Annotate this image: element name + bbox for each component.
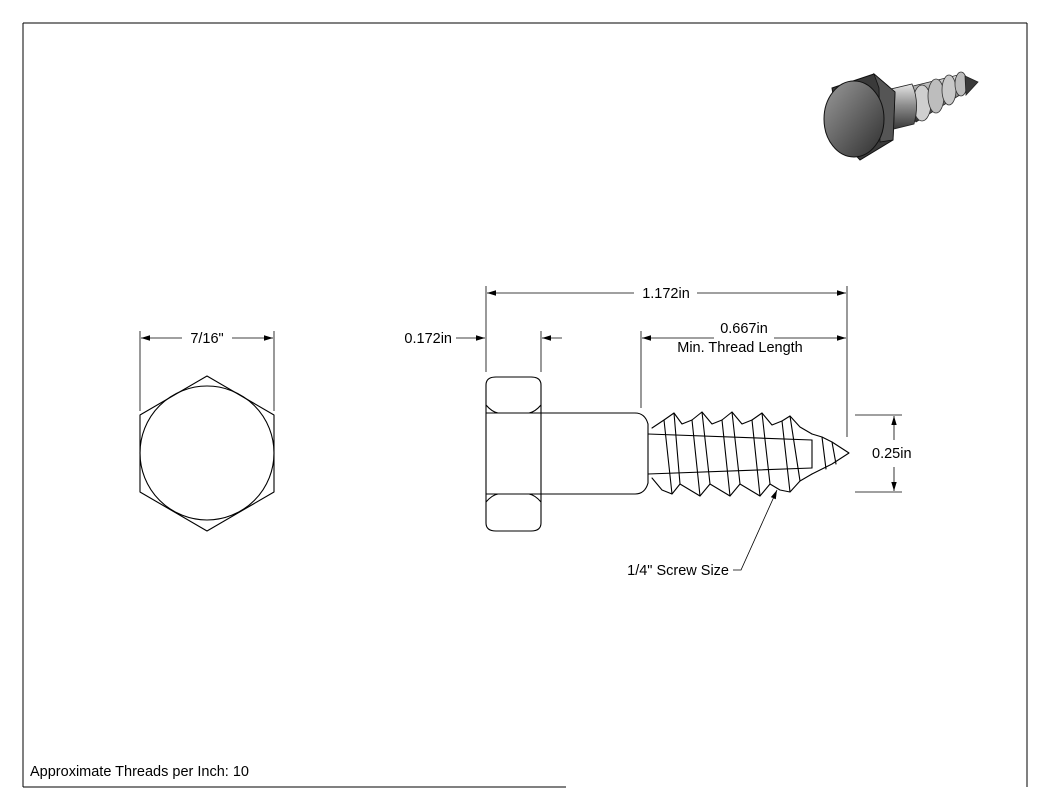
drawing-frame — [22, 22, 1028, 788]
thread-length-caption: Min. Thread Length — [677, 340, 802, 356]
overall-length-dimension: 1.172in — [642, 286, 690, 302]
head-height-dimension: 0.172in — [404, 331, 452, 347]
screw-side-view — [485, 376, 850, 532]
threads-per-inch-note: Approximate Threads per Inch: 10 — [30, 764, 249, 780]
hex-width-dimension: 7/16" — [190, 331, 223, 347]
hex-front-view: 7/16" — [139, 331, 275, 532]
thread-length-dimension: 0.667in — [720, 321, 768, 337]
diameter-dimension: 0.25in — [872, 446, 912, 462]
screw-isometric-render — [823, 71, 979, 161]
screw-size-callout: 1/4" Screw Size — [627, 563, 729, 579]
side-view-dimensions: 1.172in 0.172in 0.667in Min. Thread Leng… — [404, 286, 912, 579]
